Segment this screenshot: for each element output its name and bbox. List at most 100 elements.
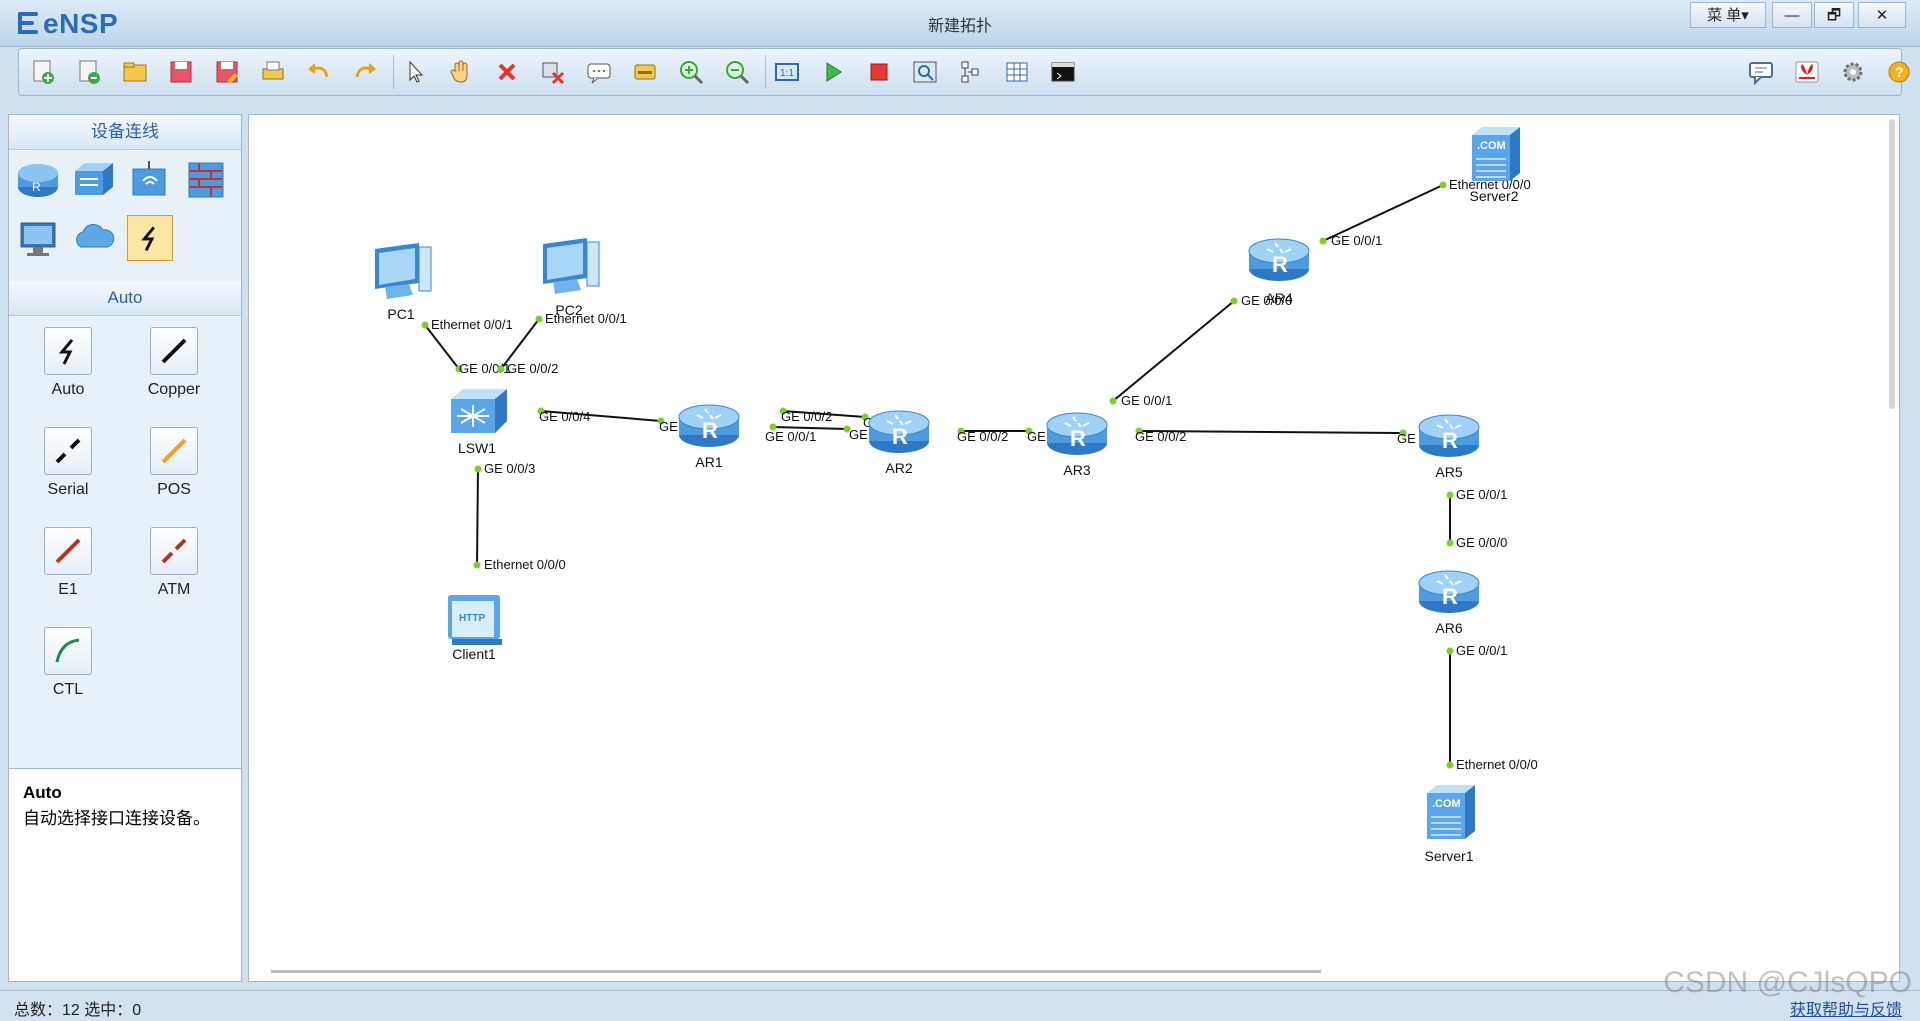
port-status-dot (769, 423, 777, 431)
device-label: Server1 (1424, 848, 1473, 864)
port-label: Ethernet 0/0/1 (545, 311, 627, 326)
link-line[interactable] (540, 410, 662, 422)
stop-device-icon[interactable] (865, 59, 893, 85)
delete-icon[interactable] (493, 59, 521, 85)
new-example-icon[interactable] (75, 59, 103, 85)
redo-icon[interactable] (351, 59, 379, 85)
zoom-out-icon[interactable] (723, 59, 751, 85)
link-line[interactable] (1112, 300, 1235, 402)
link-line[interactable] (782, 410, 866, 418)
e1-link-icon (44, 527, 92, 575)
terminal-icon[interactable] (1049, 59, 1077, 85)
port-status-dot (535, 315, 543, 323)
port-status-dot (657, 417, 665, 425)
minimize-button[interactable]: — (1772, 2, 1812, 28)
router-icon[interactable]: R (1418, 570, 1480, 613)
grid-icon[interactable] (1003, 59, 1031, 85)
topology-list-icon[interactable] (957, 59, 985, 85)
link-line[interactable] (1322, 184, 1444, 242)
port-status-dot (455, 365, 463, 373)
status-bar: 总数：12 选中：0 获取帮助与反馈 (0, 990, 1920, 1021)
palette-icon[interactable] (631, 59, 659, 85)
link-copper[interactable]: Copper (119, 327, 229, 399)
router-icon[interactable]: R (1248, 238, 1310, 281)
router-icon[interactable]: R (868, 410, 930, 453)
serial-link-icon (44, 427, 92, 475)
link-line[interactable] (772, 426, 848, 430)
text-icon[interactable] (585, 59, 613, 85)
pc-icon[interactable] (543, 238, 600, 294)
help-feedback-link[interactable]: 获取帮助与反馈 (1789, 1002, 1902, 1019)
copper-link-icon (150, 327, 198, 375)
link-category-icon[interactable] (127, 215, 173, 261)
link-serial[interactable]: Serial (13, 427, 123, 499)
settings-gear-icon[interactable] (1839, 59, 1867, 85)
close-button[interactable]: ✕ (1858, 2, 1906, 28)
link-pos[interactable]: POS (119, 427, 229, 499)
switch-icon[interactable] (451, 389, 507, 433)
router-category-icon[interactable]: R (15, 157, 61, 203)
huawei-icon[interactable] (1793, 59, 1821, 85)
link-atm[interactable]: ATM (119, 527, 229, 599)
server-icon[interactable]: .COM (1472, 127, 1520, 181)
atm-link-icon (150, 527, 198, 575)
undo-icon[interactable] (305, 59, 333, 85)
ctl-link-icon (44, 627, 92, 675)
ensp-logo-icon (18, 12, 38, 34)
capture-icon[interactable] (911, 59, 939, 85)
link-label: POS (157, 481, 191, 498)
restore-button[interactable]: 🗗 (1814, 2, 1854, 28)
link-label: CTL (52, 681, 84, 698)
link-line[interactable] (500, 318, 540, 370)
wireless-category-icon[interactable] (127, 157, 173, 203)
pc-icon[interactable] (375, 243, 432, 299)
feedback-icon[interactable] (1747, 59, 1775, 86)
link-label: ATM (157, 581, 191, 598)
svg-text:R: R (1442, 584, 1458, 609)
pan-hand-icon[interactable] (447, 59, 475, 85)
help-icon[interactable]: ? (1885, 59, 1913, 85)
port-status-dot (843, 425, 851, 433)
link-line[interactable] (476, 468, 479, 566)
svg-text:.COM: .COM (1432, 798, 1461, 810)
svg-text:R: R (1272, 252, 1288, 277)
link-auto[interactable]: Auto (13, 327, 123, 399)
link-line[interactable] (1138, 430, 1404, 434)
link-label: Serial (47, 481, 89, 498)
router-icon[interactable]: R (1418, 414, 1480, 457)
save-icon[interactable] (167, 59, 195, 85)
menu-button[interactable]: 菜 单▾ (1690, 2, 1766, 28)
link-ctl[interactable]: CTL (13, 627, 123, 699)
svg-text:R: R (1442, 428, 1458, 453)
cloud-category-icon[interactable] (71, 215, 117, 261)
router-icon[interactable]: R (678, 404, 740, 447)
link-e1[interactable]: E1 (13, 527, 123, 599)
router-icon[interactable]: R (1046, 412, 1108, 455)
link-line[interactable] (424, 324, 460, 370)
save-as-icon[interactable] (213, 59, 241, 85)
port-label: GE 0/0/1 (765, 429, 816, 444)
switch-category-icon[interactable] (71, 157, 117, 203)
svg-text:R: R (892, 424, 908, 449)
horizontal-scrollbar[interactable] (271, 970, 1321, 973)
open-icon[interactable] (121, 59, 149, 85)
new-topology-icon[interactable] (29, 59, 57, 85)
zoom-in-icon[interactable] (677, 59, 705, 85)
fit-view-icon[interactable]: 1:1 (773, 59, 801, 85)
device-label: AR4 (1265, 290, 1292, 306)
select-pointer-icon[interactable] (401, 59, 429, 85)
firewall-category-icon[interactable] (183, 157, 229, 203)
vertical-scrollbar[interactable] (1889, 119, 1895, 409)
pc-category-icon[interactable] (15, 215, 61, 261)
app-logo-text: eNSP (43, 8, 119, 39)
port-status-dot (1439, 181, 1447, 189)
device-label: PC2 (555, 302, 582, 318)
server-icon[interactable]: .COM (1427, 785, 1475, 839)
print-icon[interactable] (259, 59, 287, 85)
delete-link-icon[interactable] (539, 59, 567, 85)
client-icon[interactable]: HTTP (448, 595, 502, 645)
start-device-icon[interactable] (819, 59, 847, 85)
port-status-dot (497, 365, 505, 373)
